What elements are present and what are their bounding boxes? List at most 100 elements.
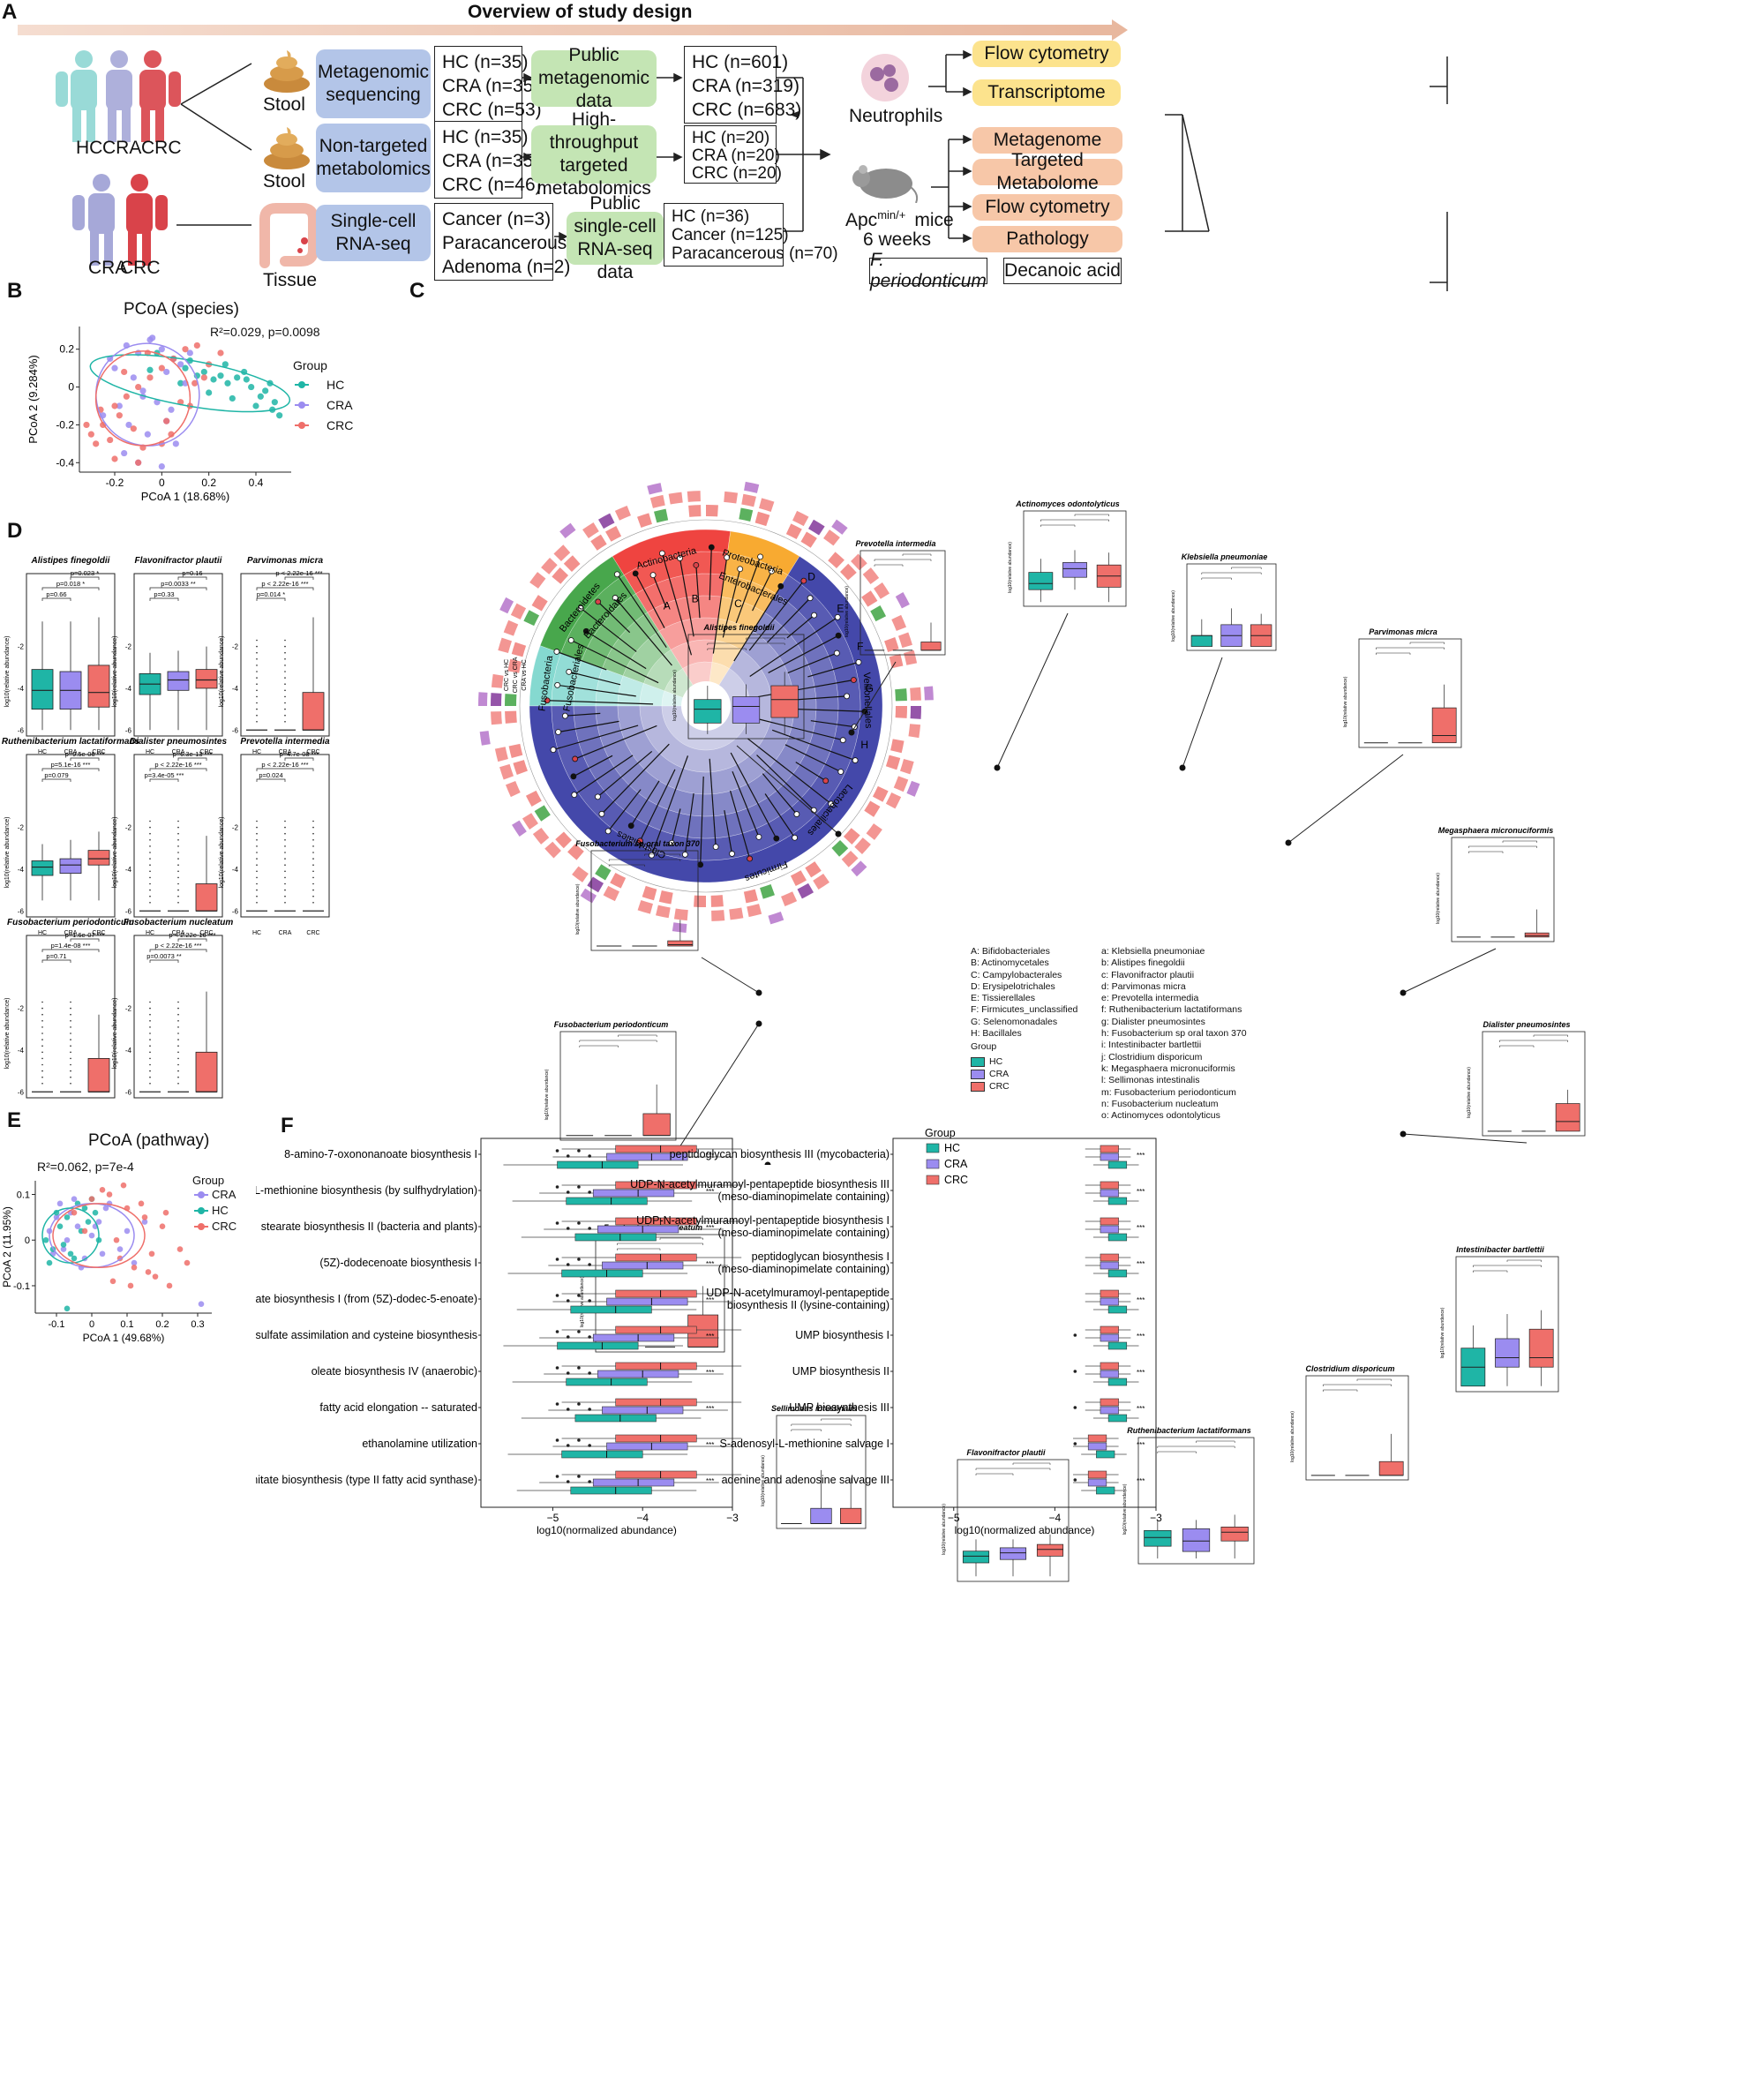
branch bbox=[601, 743, 670, 815]
x-tick-label: −3 bbox=[1150, 1512, 1162, 1524]
leader-line bbox=[1182, 657, 1223, 769]
people-cra-crc-icon bbox=[72, 174, 168, 266]
outlier bbox=[256, 826, 258, 829]
ring-crc-vs-cra bbox=[874, 582, 890, 599]
ring-crc-vs-hc bbox=[884, 637, 899, 652]
pathway-box bbox=[1100, 1325, 1119, 1334]
legend-cra: CRA bbox=[327, 398, 353, 412]
pathway-box bbox=[1100, 1261, 1119, 1270]
pathway-box bbox=[1107, 1197, 1128, 1205]
ring-crc-vs-cra bbox=[510, 603, 527, 619]
sector-letter: A bbox=[664, 600, 671, 612]
legend-item: E: Tissierellales bbox=[971, 993, 1035, 1004]
ring-crc-vs-cra bbox=[747, 904, 762, 918]
tree-node bbox=[567, 637, 574, 643]
tree-node bbox=[834, 613, 841, 620]
panel-d-boxplots: Alistipes finegoldii-6-4-2log10(relative… bbox=[2, 556, 330, 1099]
outlier bbox=[41, 1063, 43, 1066]
ring-crc-vs-hc bbox=[507, 658, 522, 673]
p-value: p=9.5e-06 *** bbox=[65, 750, 105, 758]
ring-crc-vs-hc bbox=[754, 511, 770, 527]
panel-a-arrows bbox=[522, 49, 972, 244]
x-tick-label: 0 bbox=[159, 477, 165, 489]
ring-crc-vs-cra bbox=[904, 650, 918, 665]
ring-cra-vs-hc bbox=[744, 481, 760, 493]
outlier bbox=[284, 665, 286, 666]
mini-y-label: log10(relative abundance) bbox=[942, 1504, 947, 1555]
mini-frame bbox=[590, 850, 699, 951]
mini-title: Actinomyces odontolyticus bbox=[1015, 499, 1120, 508]
significance-mark: *** bbox=[1137, 1224, 1145, 1232]
outlier bbox=[41, 1051, 43, 1054]
outlier bbox=[256, 870, 258, 873]
ring-crc-vs-cra bbox=[668, 492, 683, 505]
p-value: p=0.16 bbox=[182, 569, 202, 577]
ring-crc-vs-cra bbox=[908, 724, 921, 739]
point-hc bbox=[60, 1242, 67, 1248]
point-crc bbox=[116, 412, 123, 419]
legend-item: h: Fusobacterium sp oral taxon 370 bbox=[1101, 1028, 1247, 1040]
outlier bbox=[284, 902, 286, 904]
x-tick-label: −4 bbox=[1049, 1512, 1062, 1524]
panel-a-connectors bbox=[176, 56, 1448, 291]
ring-crc-vs-hc bbox=[637, 513, 652, 528]
plot-frame bbox=[240, 573, 330, 737]
point-crc bbox=[120, 1182, 127, 1189]
outlier bbox=[177, 839, 179, 841]
group-legend-title: Group bbox=[971, 1041, 997, 1052]
outlier bbox=[177, 1076, 179, 1078]
ring-crc-vs-hc bbox=[511, 642, 527, 657]
leader-dot bbox=[1400, 989, 1407, 996]
point-crc bbox=[107, 436, 114, 444]
ring-cra-vs-hc bbox=[768, 912, 784, 925]
ring-crc-vs-hc bbox=[870, 605, 887, 622]
ring-crc-vs-cra bbox=[841, 851, 859, 867]
point-cra bbox=[88, 1232, 95, 1239]
tree-node bbox=[844, 693, 851, 700]
legend-dot-hc bbox=[198, 1207, 205, 1214]
pathway-label: UMP biosynthesis III bbox=[789, 1401, 890, 1414]
branch bbox=[810, 720, 855, 728]
outlier bbox=[256, 689, 258, 692]
y-tick-label: -2 bbox=[125, 643, 132, 651]
outlier bbox=[284, 876, 286, 879]
significance-mark: *** bbox=[706, 1405, 714, 1413]
outlier bbox=[284, 858, 286, 860]
outlier bbox=[1073, 1478, 1077, 1482]
point-crc bbox=[111, 402, 118, 409]
branch bbox=[679, 558, 694, 637]
mini-bracket bbox=[579, 1045, 619, 1048]
x-tick-label: HC bbox=[252, 930, 261, 936]
outlier bbox=[256, 889, 258, 891]
p-value: p=0.023 * bbox=[71, 569, 99, 577]
ring-crc-vs-cra bbox=[532, 827, 550, 845]
point-cra bbox=[130, 374, 137, 381]
clade-sector-firmicutes bbox=[617, 630, 795, 795]
mini-frame bbox=[859, 550, 946, 656]
tree-node bbox=[792, 834, 799, 841]
legend-hc: HC bbox=[212, 1204, 229, 1217]
mini-bracket bbox=[1533, 1034, 1568, 1037]
leader-dot bbox=[1400, 1130, 1407, 1138]
sig-bracket bbox=[149, 959, 179, 963]
x-tick-label: HC bbox=[38, 749, 47, 755]
branch bbox=[597, 601, 631, 634]
pathway-label: UDP-N-acetylmuramoyl-pentapeptide bbox=[706, 1287, 890, 1299]
pathway-box bbox=[1107, 1341, 1128, 1350]
y-tick-label: -4 bbox=[125, 685, 132, 693]
outlier bbox=[256, 882, 258, 885]
branch bbox=[568, 671, 621, 686]
mini-bracket bbox=[791, 1423, 852, 1426]
legend-swatch-crc bbox=[971, 1081, 985, 1092]
point-crc bbox=[217, 349, 224, 357]
pathway-box bbox=[557, 1341, 639, 1350]
ring-crc-vs-hc bbox=[513, 760, 528, 775]
pathway-label: (5Z)-dodecenoate biosynthesis I bbox=[319, 1257, 477, 1269]
significance-mark: *** bbox=[706, 1333, 714, 1340]
method-box-scrna: Single-cell RNA-seq bbox=[316, 205, 431, 261]
x-axis-label: PCoA 1 (18.68%) bbox=[141, 490, 229, 503]
sample-label-stool-1: Stool bbox=[263, 94, 305, 115]
